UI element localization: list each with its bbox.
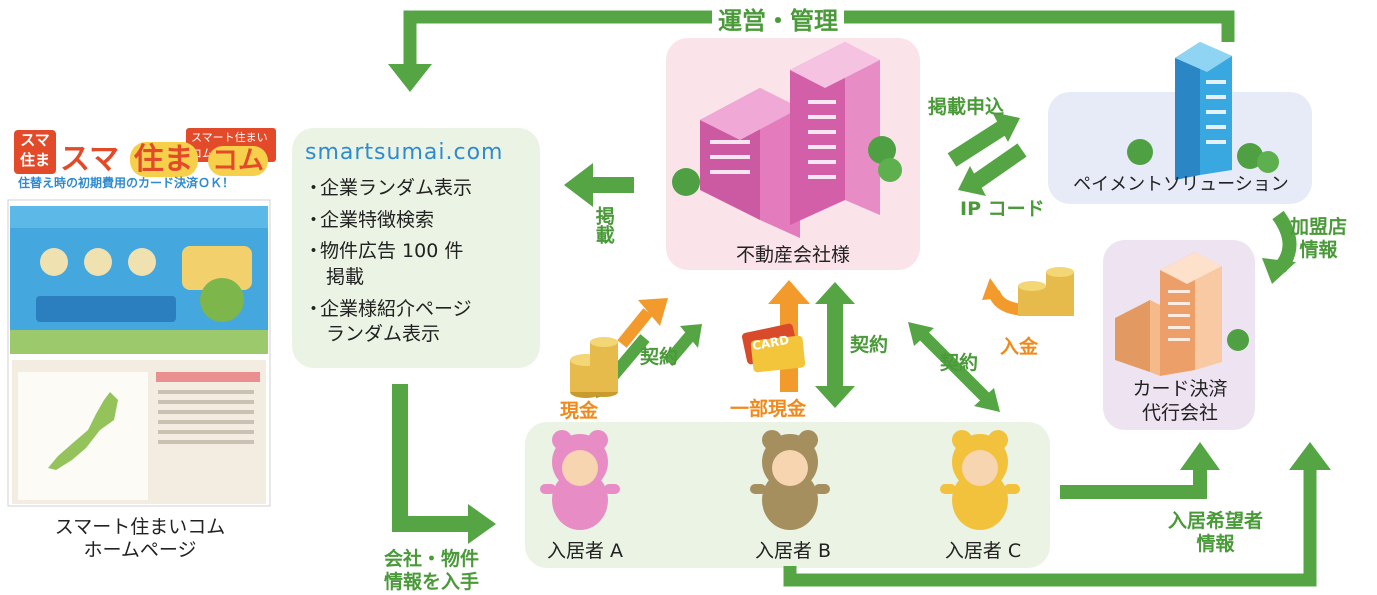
logo-badge-top: スマ	[20, 131, 50, 149]
site-feature-item: ・企業様紹介ページランダム表示	[304, 297, 472, 346]
payment-building	[1127, 42, 1279, 180]
site-info-panel	[292, 128, 540, 368]
resident-a-label: 入居者 A	[546, 540, 624, 562]
resident-c-character	[940, 430, 1020, 530]
card-company-label: カード決済 代行会社	[1110, 378, 1250, 426]
ichibu-genkin-label: 一部現金	[730, 398, 807, 420]
merchant-info-arrow	[1262, 210, 1297, 284]
coins-right	[1018, 267, 1074, 316]
keisai-arrow	[564, 163, 634, 207]
resident-b-character	[750, 430, 830, 530]
card-company-line1: カード決済	[1132, 378, 1228, 400]
resident-c-label: 入居者 C	[944, 540, 1022, 562]
card-icon	[741, 323, 806, 373]
resident-a-character	[540, 430, 620, 530]
site-feature-item: ・物件広告 100 件掲載	[304, 240, 464, 288]
site-title: smartsumai.com	[305, 140, 504, 165]
logo-main-2: 住ま	[129, 142, 198, 177]
keisai-moushikomi-label: 掲載申込	[928, 96, 1005, 118]
logo-main: スマ 住ま コム	[60, 134, 269, 178]
coins-left	[570, 337, 618, 398]
site-feature-item: ・企業特徴検索	[304, 208, 435, 231]
logo-main-3: コム	[208, 146, 269, 176]
logo-badge: スマ 住ま	[14, 130, 56, 174]
logo-main-1: スマ	[60, 142, 120, 177]
card-company-line2: 代行会社	[1141, 401, 1218, 424]
keiyaku-left-label: 契約	[640, 346, 679, 368]
site-logo: スマ 住ま スマート住まいコム スマ 住ま コム 住替え時の初期費用のカード決済…	[14, 128, 276, 190]
payment-label: ペイメントソリューション	[1073, 174, 1289, 195]
logo-sub: 住替え時の初期費用のカード決済ＯＫ！	[18, 176, 235, 190]
kaisha-bukken-label: 会社・物件 情報を入手	[384, 548, 480, 593]
application-arrows	[947, 112, 1027, 196]
card-company-building	[1115, 252, 1249, 376]
nyukin-label: 入金	[1000, 336, 1039, 358]
realestate-building	[672, 42, 902, 238]
site-feature-item: ・企業ランダム表示	[304, 177, 473, 199]
deposit-arrow	[982, 278, 1025, 316]
resident-to-card-arrow	[1060, 442, 1220, 499]
homepage-caption-line1: スマート住まいコム	[54, 516, 226, 538]
homepage-thumbnail	[7, 199, 271, 507]
right-contract-arrow	[908, 322, 1000, 412]
genkin-label: 現金	[560, 400, 599, 422]
applicant-info-arrow	[783, 442, 1331, 587]
keisai-label: 掲載	[592, 206, 615, 244]
site-feature-list: ・企業ランダム表示 ・企業特徴検索 ・物件広告 100 件掲載 ・企業様紹介ペー…	[304, 176, 532, 354]
keiyaku-mid-label: 契約	[850, 334, 889, 356]
top-arrow-label: 運営・管理	[712, 1, 844, 36]
homepage-caption-line2: ホームページ	[83, 538, 197, 561]
site-to-residents-arrow	[392, 384, 496, 544]
kibou-label: 入居希望者 情報	[1168, 510, 1264, 555]
homepage-caption: スマート住まいコム ホームページ	[20, 516, 260, 562]
kameiten-label: 加盟店 情報	[1290, 216, 1348, 261]
ip-code-label: IP コード	[960, 198, 1045, 220]
resident-b-label: 入居者 B	[754, 540, 832, 562]
logo-badge-bottom: 住ま	[19, 151, 50, 169]
keiyaku-right-label: 契約	[940, 352, 979, 374]
realestate-label: 不動産会社様	[735, 244, 850, 266]
